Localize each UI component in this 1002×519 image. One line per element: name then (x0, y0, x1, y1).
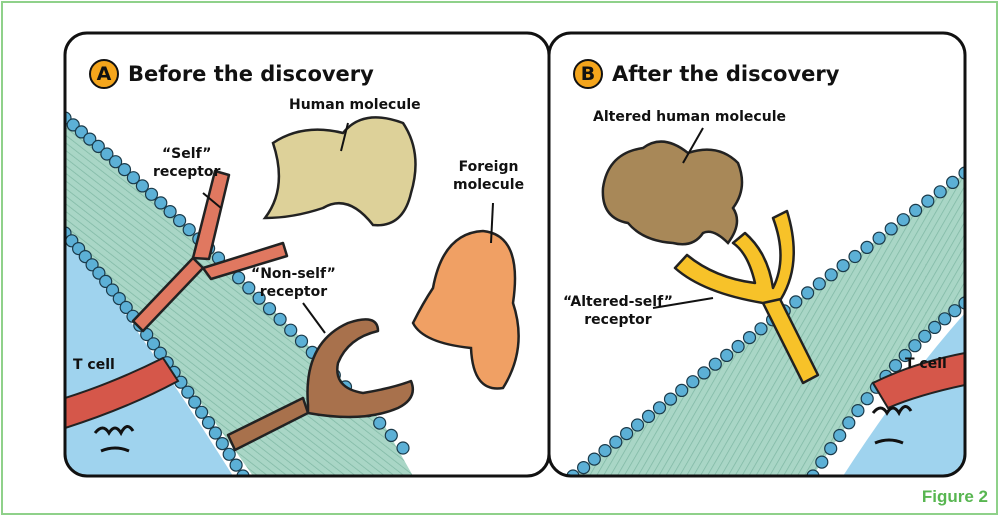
membrane-bead (929, 321, 941, 333)
membrane-bead (849, 251, 861, 263)
membrane-bead (721, 349, 733, 361)
label-nonself-line2: receptor (251, 283, 336, 301)
membrane-bead (599, 445, 611, 457)
membrane-bead (825, 443, 837, 455)
membrane-bead (588, 453, 600, 465)
membrane-bead (374, 417, 386, 429)
membrane-bead (285, 324, 297, 336)
panel-b-badge: B (573, 59, 603, 89)
membrane-bead (164, 206, 176, 218)
membrane-bead (790, 296, 802, 308)
membrane-bead (155, 197, 167, 209)
label-altered-receptor-line1: “Altered-self” (563, 293, 673, 311)
membrane-bead (296, 335, 308, 347)
membrane-bead (223, 448, 235, 460)
label-t-cell-b: T cell (905, 355, 947, 373)
label-self-receptor-line2: receptor (153, 163, 220, 181)
membrane-bead (934, 186, 946, 198)
membrane-bead (274, 313, 286, 325)
membrane-bead (654, 402, 666, 414)
label-altered-molecule: Altered human molecule (593, 108, 786, 126)
membrane-bead (578, 462, 590, 474)
membrane-bead (852, 405, 864, 417)
membrane-bead (183, 224, 195, 236)
membrane-bead (755, 323, 767, 335)
label-t-cell-a: T cell (73, 356, 115, 374)
membrane-bead (687, 376, 699, 388)
label-foreign-line1: Foreign (453, 158, 524, 176)
membrane-bead (910, 204, 922, 216)
membrane-bead (665, 393, 677, 405)
membrane-bead (909, 340, 921, 352)
panel-a-title-text: Before the discovery (128, 62, 374, 86)
membrane-bead (837, 260, 849, 272)
membrane-bead (196, 406, 208, 418)
membrane-bead (939, 313, 951, 325)
panel-b-scene (549, 33, 971, 482)
membrane-bead (209, 427, 221, 439)
label-altered-receptor-line2: receptor (563, 311, 673, 329)
membrane-bead (709, 358, 721, 370)
membrane-bead (643, 410, 655, 422)
membrane-bead (949, 305, 961, 317)
membrane-bead (146, 188, 158, 200)
membrane-bead (947, 176, 959, 188)
membrane-bead (890, 360, 902, 372)
membrane-bead (897, 214, 909, 226)
membrane-bead (919, 330, 931, 342)
panel-b-title-text: After the discovery (612, 62, 839, 86)
membrane-bead (610, 436, 622, 448)
membrane-bead (816, 456, 828, 468)
membrane-bead (922, 195, 934, 207)
panel-b-title: B After the discovery (573, 59, 839, 89)
membrane-bead (825, 269, 837, 281)
membrane-bead (233, 272, 245, 284)
figure-caption: Figure 2 (922, 487, 988, 507)
membrane-bead (834, 430, 846, 442)
membrane-bead (632, 419, 644, 431)
membrane-bead (873, 232, 885, 244)
panel-a-title: A Before the discovery (89, 59, 374, 89)
label-foreign-molecule: Foreign molecule (453, 158, 524, 194)
membrane-bead (813, 278, 825, 290)
membrane-bead (621, 428, 633, 440)
membrane-bead (174, 215, 186, 227)
label-human-molecule: Human molecule (289, 96, 421, 114)
membrane-bead (230, 459, 242, 471)
membrane-bead (861, 393, 873, 405)
membrane-bead (264, 303, 276, 315)
label-self-receptor: “Self” receptor (153, 145, 220, 181)
panel-a-badge: A (89, 59, 119, 89)
label-self-receptor-line1: “Self” (153, 145, 220, 163)
membrane-bead (861, 241, 873, 253)
label-nonself-receptor: “Non-self” receptor (251, 265, 336, 301)
membrane-bead (843, 417, 855, 429)
membrane-bead (885, 223, 897, 235)
membrane-bead (698, 367, 710, 379)
membrane-bead (744, 332, 756, 344)
membrane-bead (385, 429, 397, 441)
membrane-bead (216, 438, 228, 450)
membrane-bead (203, 417, 215, 429)
label-foreign-line2: molecule (453, 176, 524, 194)
membrane-bead (397, 442, 409, 454)
membrane-bead (732, 341, 744, 353)
label-nonself-line1: “Non-self” (251, 265, 336, 283)
membrane-bead (802, 287, 814, 299)
label-altered-self-receptor: “Altered-self” receptor (563, 293, 673, 329)
membrane-bead (676, 384, 688, 396)
